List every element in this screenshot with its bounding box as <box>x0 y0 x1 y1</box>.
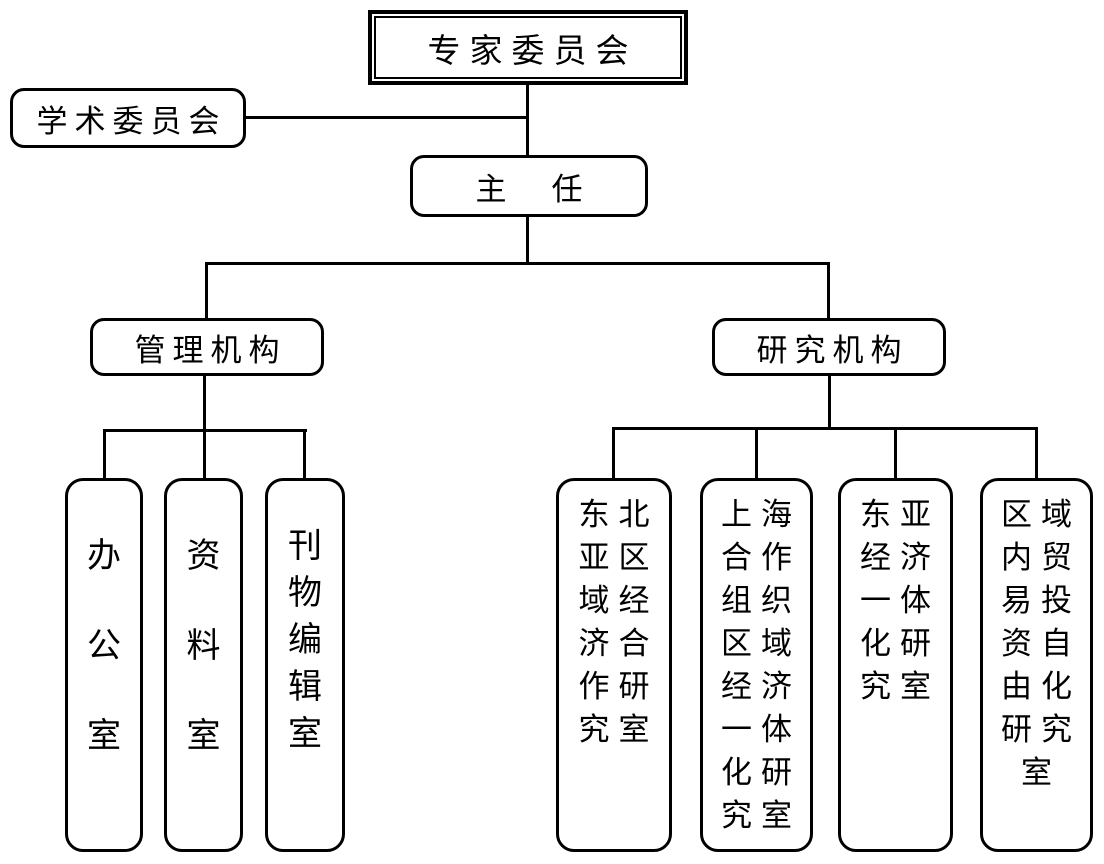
trade-investment-research-label: 区域内贸易投资自由化研究室 <box>1001 497 1081 791</box>
research-label: 研究机构 <box>756 332 909 369</box>
connector-root-to-director <box>526 83 529 155</box>
east-asia-research-label: 东亚经济一体化研究室 <box>860 497 940 705</box>
connector-drop-trade-investment <box>1035 427 1038 478</box>
connector-drop-east-asia <box>894 427 897 478</box>
connector-academic-to-trunk <box>246 116 528 119</box>
northeast-asia-research-label: 东北亚区域经济合作研究室 <box>578 497 659 748</box>
expert-committee-label: 专家委员会 <box>427 30 638 70</box>
office-label: 办公室 <box>87 536 121 756</box>
connector-drop-office <box>103 429 106 478</box>
expert-committee-inner-border: 专家委员会 <box>374 16 682 79</box>
box-sco-research: 上海合作组织区域经济一体化研究室 <box>700 478 813 852</box>
editorial-room-label: 刊物编辑室 <box>288 526 322 754</box>
box-office: 办公室 <box>65 478 143 852</box>
director-label: 主 任 <box>475 171 590 208</box>
connector-drop-research <box>827 262 830 318</box>
sco-research-label: 上海合作组织区域经济一体化研究室 <box>721 497 801 834</box>
connector-research-down <box>828 376 831 430</box>
connector-drop-editorial <box>303 429 306 478</box>
box-east-asia-research: 东亚经济一体化研究室 <box>838 478 953 852</box>
box-research: 研究机构 <box>712 318 946 376</box>
box-management: 管理机构 <box>90 318 324 376</box>
connector-drop-northeast-asia <box>612 427 615 478</box>
box-editorial-room: 刊物编辑室 <box>265 478 345 852</box>
box-northeast-asia-research: 东北亚区域经济合作研究室 <box>556 478 672 852</box>
connector-research-horizontal <box>612 427 1038 430</box>
academic-committee-label: 学术委员会 <box>36 103 227 140</box>
management-label: 管理机构 <box>134 332 287 369</box>
connector-drop-sco <box>755 427 758 478</box>
box-director: 主 任 <box>410 155 648 217</box>
box-reference-room: 资料室 <box>164 478 243 852</box>
connector-management-down <box>203 376 206 478</box>
connector-management-horizontal <box>103 429 307 432</box>
connector-main-horizontal <box>205 262 830 265</box>
box-trade-investment-research: 区域内贸易投资自由化研究室 <box>980 478 1093 852</box>
box-expert-committee: 专家委员会 <box>368 10 688 85</box>
connector-drop-management <box>205 262 208 318</box>
reference-room-label: 资料室 <box>186 536 221 756</box>
connector-director-down <box>526 217 529 265</box>
box-academic-committee: 学术委员会 <box>10 88 246 148</box>
